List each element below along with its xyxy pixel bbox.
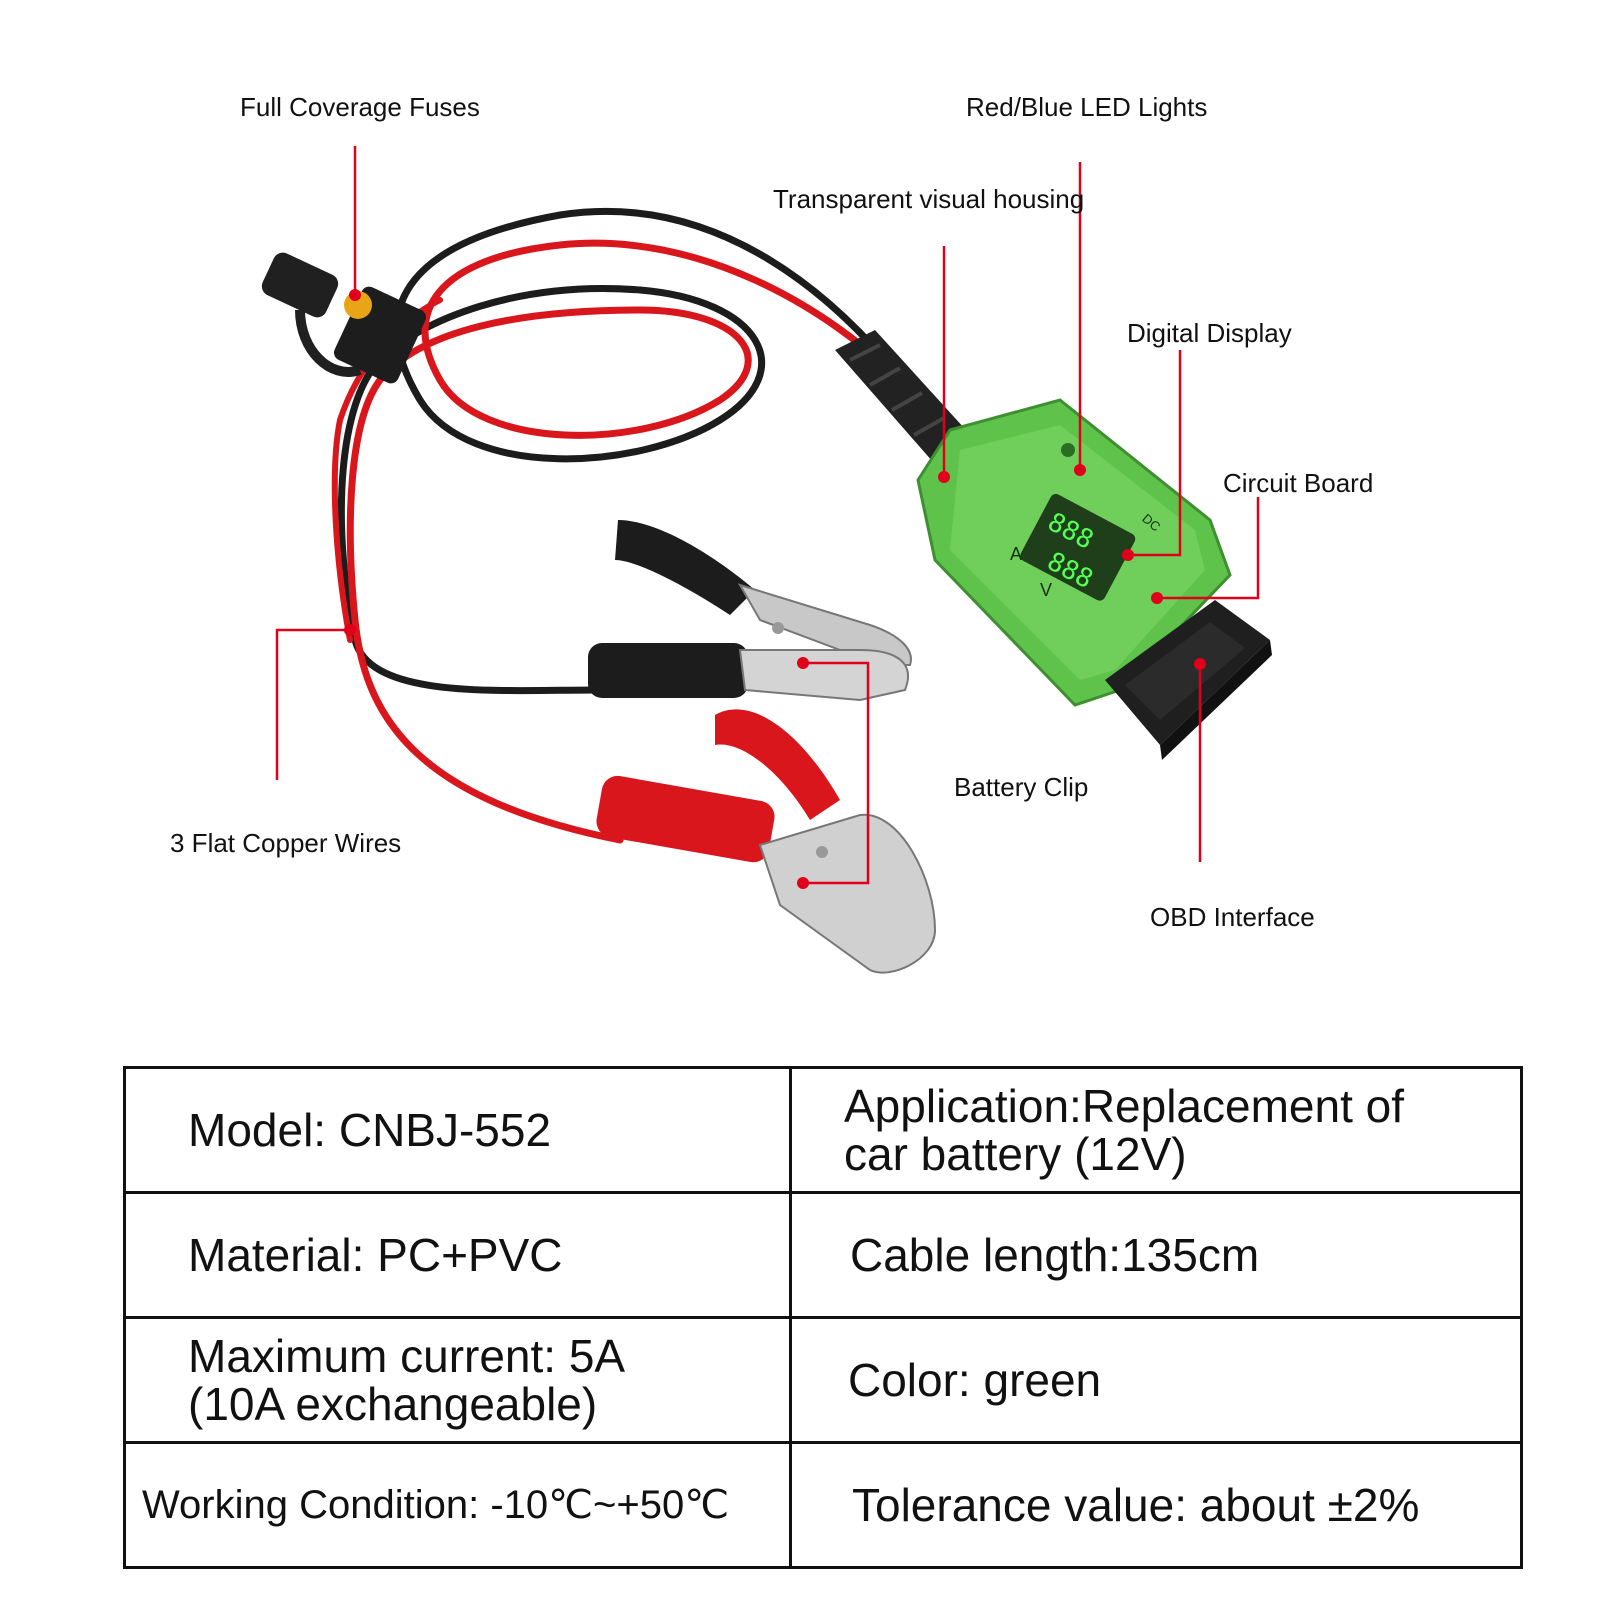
label-obd-interface: OBD Interface <box>1150 902 1315 932</box>
red-battery-clip <box>596 709 937 974</box>
product-illustration: 888 888 A V DC <box>261 146 1272 974</box>
label-3-flat-copper-wires: 3 Flat Copper Wires <box>170 828 402 858</box>
unit-v-mark: V <box>1040 580 1052 600</box>
fuse-cap <box>261 252 339 318</box>
callout-line-clip <box>803 661 870 885</box>
spec-row: Material: PC+PVC Cable length:135cm <box>123 1191 1523 1319</box>
callout-lines <box>275 146 1260 885</box>
label-transparent-visual-housing: Transparent visual housing <box>773 184 1085 214</box>
spec-application: Application:Replacement of car battery (… <box>789 1066 1523 1194</box>
spec-row: Maximum current: 5A (10A exchangeable) C… <box>123 1316 1523 1444</box>
label-red-blue-led-lights: Red/Blue LED Lights <box>966 92 1208 122</box>
specifications-table: Model: CNBJ-552 Application:Replacement … <box>123 1066 1523 1569</box>
callout-line-circuit <box>1157 497 1260 600</box>
spec-material: Material: PC+PVC <box>123 1191 792 1319</box>
black-wire-loop <box>337 207 914 695</box>
callout-line-copper <box>275 628 350 780</box>
callout-dots <box>344 289 1206 889</box>
spec-color: Color: green <box>789 1316 1523 1444</box>
strain-relief <box>835 330 975 470</box>
spec-model: Model: CNBJ-552 <box>123 1066 792 1194</box>
spec-cable-length: Cable length:135cm <box>789 1191 1523 1319</box>
label-digital-display: Digital Display <box>1127 318 1292 348</box>
label-full-coverage-fuses: Full Coverage Fuses <box>240 92 480 122</box>
callout-line-display <box>1128 350 1182 557</box>
label-circuit-board: Circuit Board <box>1223 468 1374 498</box>
black-battery-clip <box>588 520 912 702</box>
obd-connector <box>1105 600 1272 760</box>
fuse-holder <box>261 252 426 384</box>
red-wire-loop <box>346 239 904 844</box>
unit-a-mark: A <box>1010 544 1022 564</box>
spec-working-condition: Working Condition: -10℃~+50℃ <box>123 1441 792 1569</box>
spec-tolerance: Tolerance value: about ±2% <box>789 1441 1523 1569</box>
product-diagram: 888 888 A V DC <box>170 92 1374 974</box>
spec-row: Model: CNBJ-552 Application:Replacement … <box>123 1066 1523 1194</box>
spec-max-current: Maximum current: 5A (10A exchangeable) <box>123 1316 792 1444</box>
fuse-strap <box>295 309 362 377</box>
digital-display-panel <box>1020 494 1136 601</box>
spec-row: Working Condition: -10℃~+50℃ Tolerance v… <box>123 1441 1523 1569</box>
label-battery-clip: Battery Clip <box>954 772 1089 802</box>
led-light <box>1061 443 1075 457</box>
green-housing: 888 888 A V DC <box>916 398 1232 707</box>
